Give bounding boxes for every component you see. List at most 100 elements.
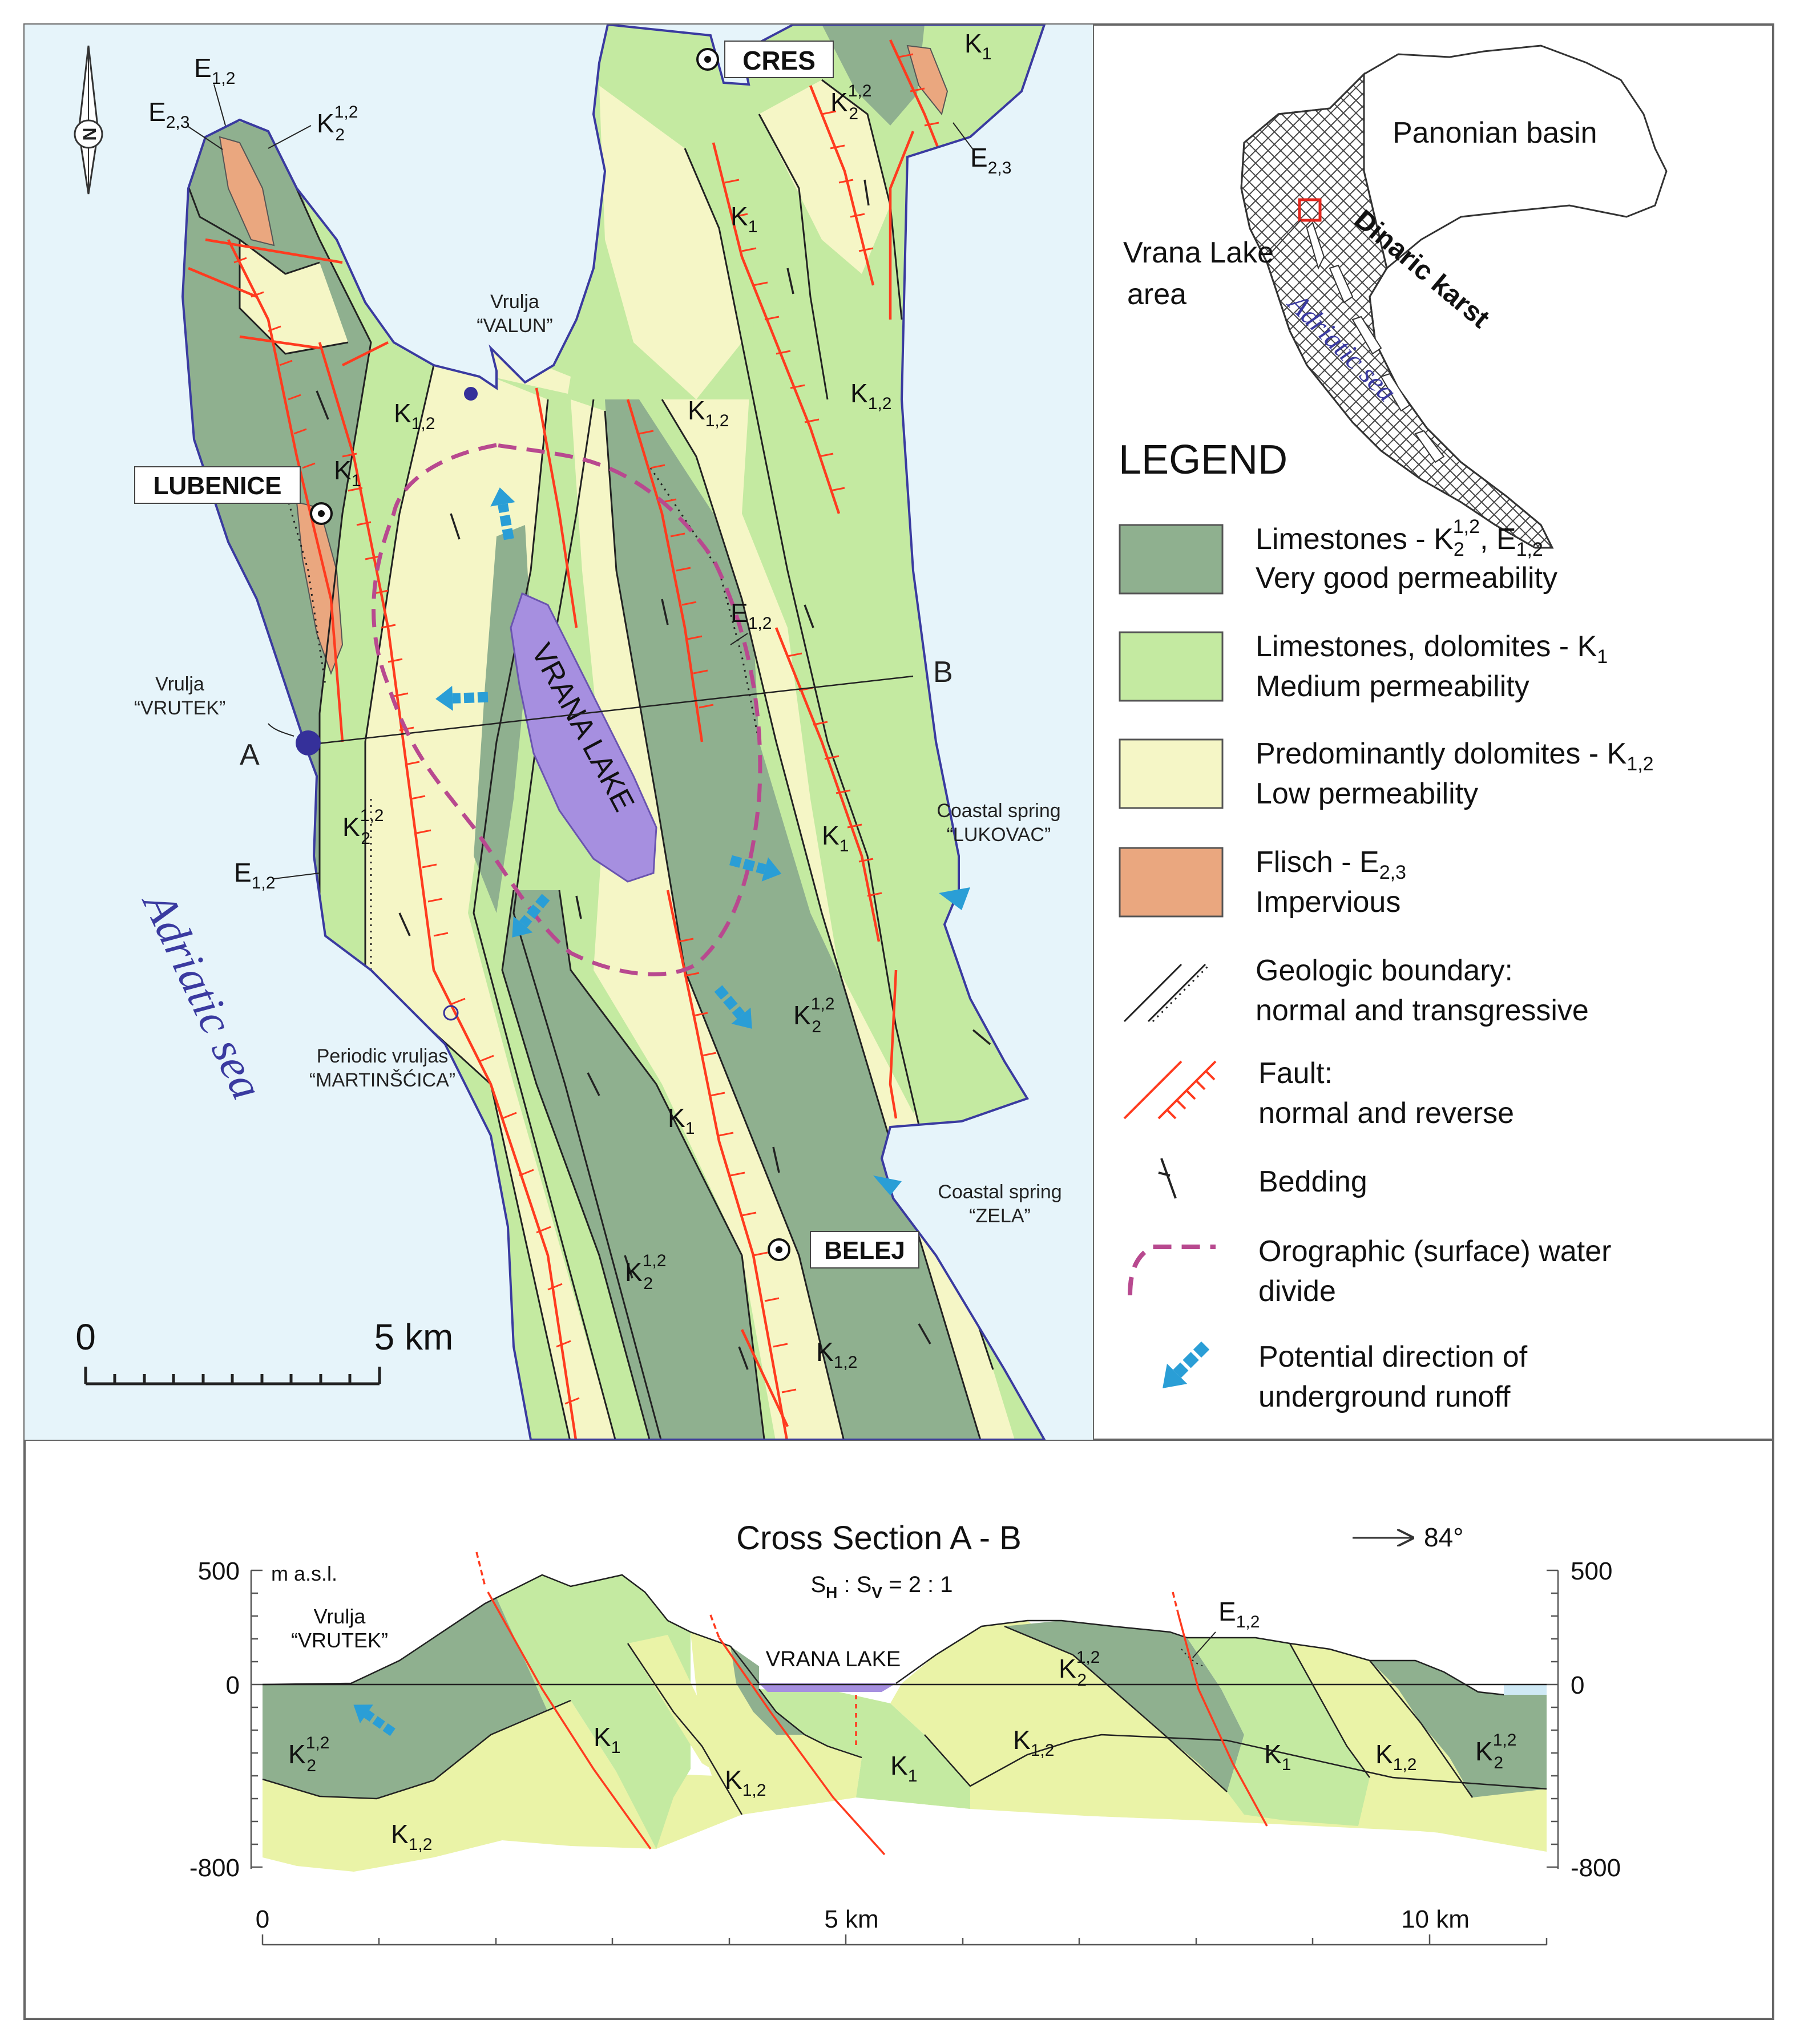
legend-item-5-line2: normal and transgressive	[1256, 994, 1589, 1027]
map-leader-lines	[188, 84, 974, 879]
section-boundaries	[262, 1574, 1547, 1815]
legend-swatch-impervious	[1119, 847, 1224, 918]
map-unit-k12-north-east: K1,2	[850, 378, 891, 413]
town-lubenice: LUBENICE	[134, 466, 333, 525]
section-y-left-800: -800	[189, 1854, 240, 1882]
unit-k12-central-west	[365, 274, 616, 1440]
section-unit-k12-west-label: K1,2	[391, 1819, 432, 1854]
legend-swatch-low	[1119, 738, 1224, 809]
inset-panonian-label: Panonian basin	[1393, 116, 1597, 150]
map-unit-k12-north-center: K1,2	[688, 395, 729, 430]
legend-item-2-line2: Medium permeability	[1256, 670, 1529, 703]
legend-title: LEGEND	[1119, 437, 1288, 483]
bedding-symbols	[316, 179, 991, 1370]
lukovac-spring-icon	[939, 887, 970, 910]
inset-area-label-2: area	[1127, 278, 1186, 311]
section-vrutek-label-1: Vrulja	[314, 1605, 366, 1628]
reverse-fault-ticks	[233, 53, 939, 1405]
legend-symbol-bedding	[1160, 1158, 1177, 1199]
legend-item-4-line2: Impervious	[1256, 886, 1401, 919]
runoff-arrow-west	[435, 685, 489, 711]
map-unit-k1-north: K1	[730, 201, 757, 236]
zela-label-1: Coastal spring	[938, 1181, 1062, 1203]
legend-symbol-geologic-boundary	[1123, 963, 1211, 1023]
section-y-right-0: 0	[1571, 1671, 1584, 1699]
map-unit-k1-south: K1	[668, 1103, 695, 1138]
zela-spring-icon	[873, 1175, 902, 1195]
legend-item-4-line1: Flisch - E2,3	[1256, 846, 1406, 883]
section-ratio: SH : SV = 2 : 1	[810, 1572, 953, 1601]
legend-item-8-line2: divide	[1258, 1275, 1336, 1308]
vrutek-label-2: “VRUTEK”	[134, 697, 226, 719]
cross-section: Cross Section A - B SH : SV = 2 : 1 84°	[189, 1520, 1621, 1946]
legend-item-1-line1: Limestones - K21,2, E1,2	[1256, 516, 1543, 560]
section-unit-k1-center-label: K1	[890, 1751, 917, 1786]
section-unit-k2-west	[263, 1575, 571, 1799]
unit-k1-west	[268, 126, 571, 1440]
map-unit-e12-center: E1,2	[730, 598, 772, 633]
section-unit-k1-east-label: K1	[1264, 1739, 1291, 1774]
section-lake-label: VRANA LAKE	[766, 1647, 901, 1671]
martinscica-label-1: Periodic vruljas	[317, 1045, 449, 1067]
map-unit-k12-valun: K1,2	[394, 398, 435, 433]
section-y-axes	[250, 1569, 1559, 1869]
section-title: Cross Section A - B	[736, 1520, 1022, 1557]
unit-k12-north	[599, 86, 742, 399]
legend-item-1-line2: Very good permeability	[1256, 562, 1557, 595]
legend-item-5-line1: Geologic boundary:	[1256, 954, 1513, 987]
section-unit-k12-east-center-label: K1,2	[1013, 1725, 1054, 1760]
unit-k2-south-center	[502, 890, 765, 1440]
legend-item-6-line1: Fault:	[1258, 1057, 1333, 1090]
section-y-left-500: 500	[198, 1557, 240, 1585]
unit-k1-east	[742, 183, 1004, 1113]
section-y-right-500: 500	[1571, 1557, 1612, 1585]
inset-area-label-1: Vrana Lake	[1123, 236, 1274, 269]
legend-item-8-line1: Orographic (surface) water	[1258, 1235, 1611, 1268]
section-unit-e12-label: E1,2	[1218, 1597, 1260, 1631]
legend: LEGEND Limestones - K21,2, E1,2 Very goo…	[1119, 437, 1654, 1413]
unit-k1-north-east	[913, 25, 1044, 131]
town-lubenice-label: LUBENICE	[154, 472, 282, 500]
section-x-0: 0	[256, 1905, 269, 1933]
map-unit-e12-nw: E1,2	[194, 53, 235, 88]
section-unit-k12-east-center	[890, 1621, 1227, 1820]
town-belej: BELEJ	[768, 1231, 919, 1269]
legend-item-9-line2: underground runoff	[1258, 1380, 1511, 1413]
section-unit-k12-center-label: K1,2	[725, 1765, 766, 1800]
vrutek-spring-icon	[296, 730, 321, 756]
water-divide	[372, 443, 762, 976]
vrutek-label-1: Vrulja	[155, 673, 204, 695]
section-y-right-800: -800	[1571, 1854, 1621, 1882]
section-x-5km: 5 km	[824, 1905, 878, 1933]
unit-k2-north-east	[822, 25, 936, 126]
section-unit-k1-west-label: K1	[594, 1722, 620, 1757]
martinscica-spring-icon	[443, 1005, 459, 1021]
map-unit-k1-east: K1	[822, 821, 849, 855]
section-vrana-lake	[759, 1683, 896, 1692]
orientation-label: 84°	[1424, 1522, 1464, 1552]
legend-item-3-line2: Low permeability	[1256, 777, 1478, 810]
north-arrow-letter: N	[79, 127, 100, 140]
town-cres-label: CRES	[742, 46, 816, 75]
legend-swatch-very-good	[1119, 524, 1224, 595]
legend-symbol-fault	[1123, 1060, 1217, 1120]
section-unit-k12-east-label: K1,2	[1375, 1739, 1416, 1774]
legend-item-6-line2: normal and reverse	[1258, 1097, 1514, 1130]
unit-k12-northwest	[240, 240, 348, 354]
legend-item-7-line1: Bedding	[1258, 1165, 1367, 1198]
point-b-label: B	[933, 656, 953, 689]
vrana-lake	[510, 592, 657, 883]
vrutek-leader	[268, 723, 294, 737]
map-unit-k12-south: K1,2	[816, 1337, 857, 1372]
runoff-arrows	[435, 487, 782, 1029]
flysch-northeast	[906, 45, 949, 116]
section-x-10km: 10 km	[1401, 1905, 1470, 1933]
valun-spring-icon	[464, 387, 478, 401]
runoff-arrow-east	[729, 855, 782, 882]
section-unit-label: m a.s.l.	[271, 1562, 337, 1585]
